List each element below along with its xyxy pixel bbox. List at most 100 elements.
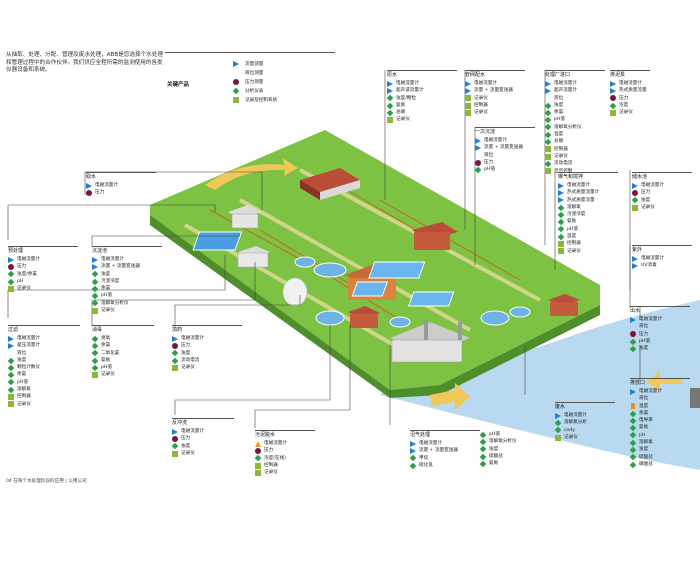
page-tab[interactable] — [690, 388, 700, 408]
box-item-label: 流量 + 流量变送器 — [419, 448, 458, 454]
box-item-label: 余氯 — [101, 286, 111, 292]
box-item: 浊度 — [171, 349, 242, 357]
box-item: 压力 — [632, 189, 692, 196]
box-item-label: pH值 — [484, 167, 495, 173]
rec-symbol-icon — [387, 117, 393, 124]
box-item-label: pH值 — [567, 226, 578, 232]
box-item: 液位 — [545, 95, 605, 102]
an-symbol-icon — [557, 226, 565, 233]
flow-symbol-icon — [632, 262, 638, 269]
ground-top — [150, 130, 600, 390]
level-symbol-icon — [630, 396, 636, 402]
box-item: 电磁流量计 — [172, 428, 234, 435]
box-item-label: 电磁流量计 — [181, 429, 204, 434]
box-item: 氨氮 — [386, 102, 457, 109]
box-item-label: 记录仪 — [17, 401, 31, 407]
box-item: 溶解氧分析仪 — [479, 438, 540, 446]
box-item-label: 控制器 — [264, 462, 278, 468]
box-item-label: 显示控制 — [554, 168, 573, 174]
box-item-label: 记录仪 — [264, 470, 278, 476]
rec-symbol-icon — [545, 146, 551, 153]
box-item-label: 电磁流量计 — [474, 81, 497, 86]
level-symbol-icon — [475, 152, 481, 158]
an-symbol-icon — [91, 278, 99, 285]
box-item-label: 记录仪 — [181, 450, 195, 456]
box-item: 压力 — [630, 331, 690, 338]
box-item-label: UV消毒 — [641, 263, 657, 269]
box-item: 记录仪 — [632, 204, 692, 211]
rec-symbol-icon — [610, 109, 616, 116]
an-symbol-icon — [609, 102, 617, 109]
flow-symbol-icon — [558, 197, 564, 204]
box-title: 反冲洗 — [172, 420, 188, 426]
box-item: 浊度 — [171, 442, 234, 450]
press-symbol-icon — [172, 435, 178, 442]
box-item-label: 记录仪 — [474, 110, 488, 116]
box-item: 电磁流量计 — [8, 335, 80, 342]
box-item: 余氯 — [91, 285, 162, 293]
flow-symbol-icon — [555, 412, 561, 419]
an-symbol-icon — [629, 454, 637, 461]
an-symbol-icon — [171, 349, 179, 357]
box-item-label: 超声波流量计 — [396, 88, 424, 94]
box-item: pH值 — [544, 116, 605, 124]
an-symbol-icon — [7, 364, 15, 372]
legend-label: 记录及控制系统 — [245, 97, 278, 103]
box-item-label: 浊度 — [639, 346, 649, 352]
box-item: 硫酸盐 — [629, 454, 690, 461]
box-item: 氨氮 — [479, 460, 540, 468]
flow-symbol-icon — [558, 189, 564, 196]
box-item-label: pH值 — [101, 365, 112, 371]
box-item: 记录仪 — [558, 248, 618, 255]
box-item-label: 控制器 — [17, 394, 31, 400]
box-item-label: 氨氮 — [396, 102, 406, 108]
box-item: UV消毒 — [632, 262, 692, 269]
press-symbol-icon — [86, 189, 92, 196]
box-item: 记录仪 — [92, 371, 154, 379]
box-title: 曝气和搅拌 — [558, 174, 584, 180]
legend-item: 记录及控制系统 — [232, 95, 278, 104]
box-item-label: 硫酸盐 — [639, 454, 653, 460]
box-item: 记录仪 — [172, 364, 242, 371]
flow-symbol-icon — [232, 60, 241, 67]
an-symbol-icon — [91, 270, 99, 278]
an-symbol-icon — [557, 233, 565, 241]
footer: 04 在每个水处理阶段的应用 | 公用公司 — [6, 479, 87, 484]
box-item-label: 氨氮 — [489, 461, 499, 467]
legend-item: 流量测量 — [232, 59, 277, 68]
an-symbol-icon — [7, 278, 15, 285]
flow-symbol-icon — [630, 316, 636, 323]
an-symbol-icon — [631, 196, 639, 204]
box-item-label: 控制器 — [567, 241, 581, 247]
box-item: 控制器 — [465, 102, 525, 109]
leader-lines — [7, 70, 641, 428]
box-item-label: 电磁流量计 — [564, 413, 587, 418]
flow-symbol-icon — [410, 447, 416, 454]
box-item-label: 电磁流量计 — [641, 256, 664, 261]
box-title: 排泥泵 — [610, 72, 626, 78]
instrument-box-b17: 沼气处理电磁流量计流量 + 流量变送器甲烷硫化氢 — [409, 430, 480, 469]
rec-symbol-icon — [545, 168, 551, 175]
box-item: 电磁流量计 — [475, 137, 535, 144]
box-item: 溶解氧 — [7, 386, 80, 394]
box-item: 记录仪 — [555, 434, 615, 441]
box-item-label: 液位 — [17, 350, 27, 356]
box-item: 记录仪 — [387, 116, 457, 124]
box-item-label: 硫酸盐 — [489, 453, 503, 459]
an-symbol-icon — [544, 102, 552, 109]
an-symbol-icon — [629, 439, 637, 447]
box-title: 管网配水 — [465, 72, 486, 78]
box-item: 浊度/余氯 — [7, 270, 78, 278]
box-item: 臭氧 — [91, 335, 154, 342]
box-item: 热式质量流量 — [610, 87, 650, 94]
flow-symbol-icon — [465, 87, 471, 94]
box-item: 液位 — [475, 152, 535, 159]
box-item-label: 压力 — [641, 190, 651, 196]
box-item: 控制器 — [8, 393, 80, 401]
rec-symbol-icon — [465, 102, 471, 109]
an-symbol-icon — [544, 160, 552, 168]
box-item: 记录仪 — [8, 285, 78, 292]
